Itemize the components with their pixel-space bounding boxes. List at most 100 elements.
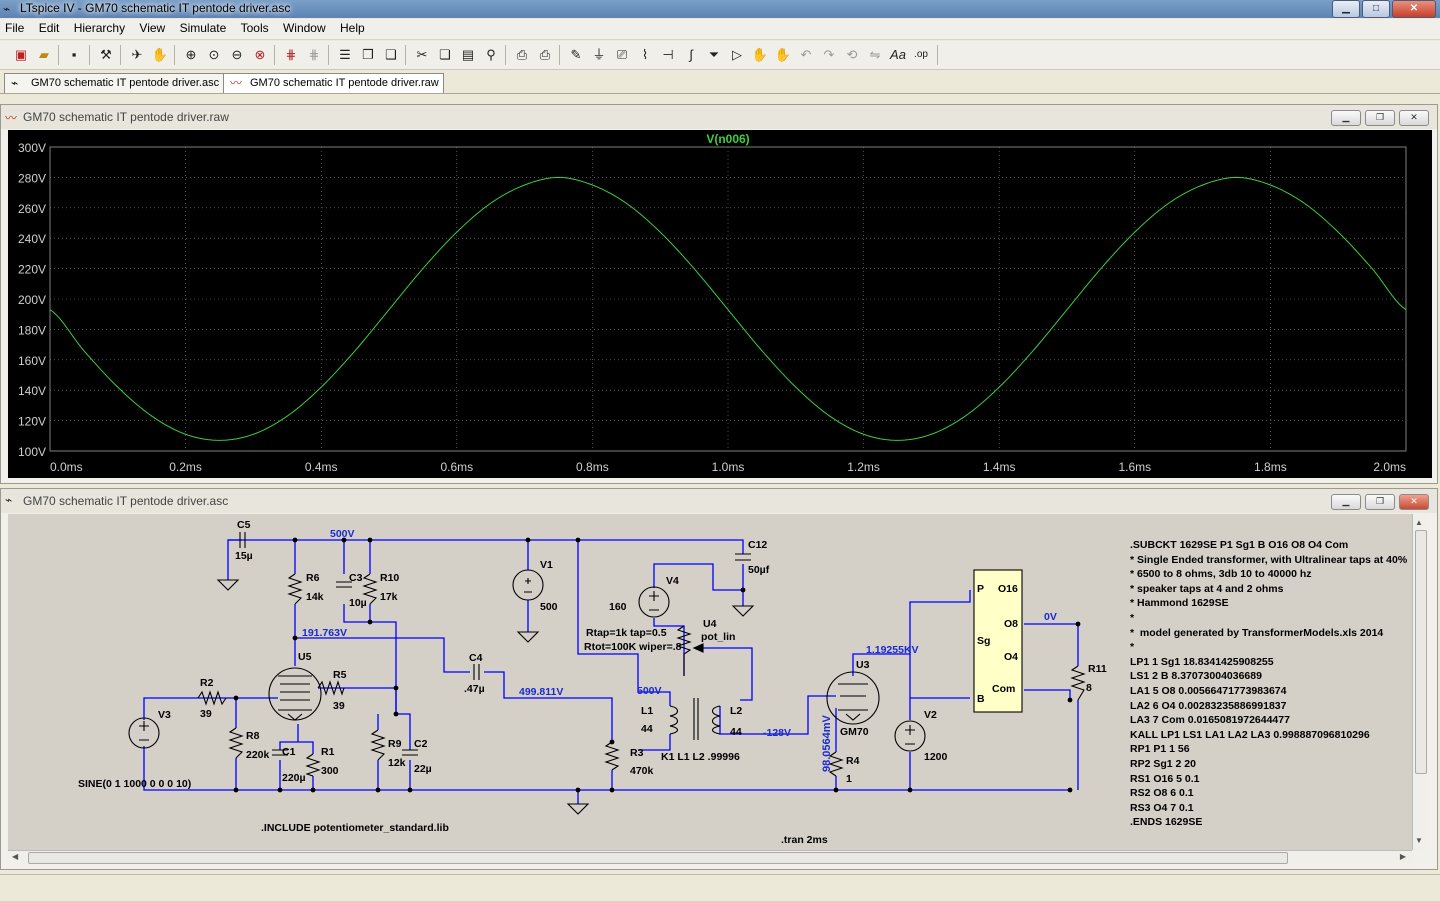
menu-hierarchy[interactable]: Hierarchy (73, 21, 126, 35)
schematic-svg[interactable]: C5 15µ R6 14k C3 10µ R10 17k V1 500 C12 … (8, 514, 1112, 850)
label-l1[interactable]: L1 (641, 705, 653, 717)
label-r4[interactable]: R4 (846, 755, 860, 767)
maximize-button[interactable]: □ (1362, 0, 1390, 18)
scroll-down-icon[interactable]: ▼ (1415, 836, 1423, 845)
capacitor-icon[interactable]: ⊣ (662, 47, 674, 62)
label-r9[interactable]: R9 (388, 738, 402, 750)
label-l2[interactable]: L2 (730, 705, 742, 717)
label-r11[interactable]: R11 (1088, 663, 1107, 675)
label-u3-value[interactable]: GM70 (840, 726, 869, 738)
net-label-1192kv[interactable]: 1.19255KV (866, 644, 919, 656)
resistor-icon[interactable]: ⌇ (641, 47, 649, 62)
label-r1-value[interactable]: 300 (321, 765, 339, 777)
diode-icon[interactable]: ⏷ (708, 47, 720, 62)
net-label-500v[interactable]: 500V (330, 528, 355, 540)
label-c12-value[interactable]: 50µf (748, 564, 770, 576)
label-r2-value[interactable]: 39 (200, 708, 212, 720)
autorange-icon[interactable]: ⋕ (285, 47, 297, 62)
scroll-right-icon[interactable]: ▶ (1399, 852, 1406, 861)
menu-file[interactable]: File (5, 21, 25, 35)
copy-icon[interactable]: ❏ (439, 47, 451, 62)
rotate-icon[interactable]: ⟲ (846, 47, 858, 62)
label-l2-value[interactable]: 44 (730, 726, 742, 738)
label-u4-value[interactable]: pot_lin (701, 631, 735, 643)
label-v2-value[interactable]: 1200 (924, 751, 948, 763)
label-u3[interactable]: U3 (856, 659, 870, 671)
chart-title[interactable]: V(n006) (706, 132, 749, 146)
mirror-icon[interactable]: ⇋ (869, 47, 881, 62)
menu-window[interactable]: Window (282, 21, 326, 35)
label-r11-value[interactable]: 8 (1086, 682, 1092, 694)
label-r2[interactable]: R2 (200, 677, 214, 689)
label-tran-directive[interactable]: .tran 2ms (781, 834, 828, 846)
label-r5[interactable]: R5 (333, 669, 347, 681)
schematic-minimize-button[interactable]: ▁ (1331, 494, 1361, 510)
label-u4[interactable]: U4 (703, 618, 717, 630)
net-label-500v-b[interactable]: 500V (637, 685, 662, 697)
label-r3[interactable]: R3 (630, 747, 644, 759)
run-icon[interactable]: ✈ (131, 47, 143, 62)
net-label-neg128v[interactable]: -128V (763, 727, 791, 739)
waveform-restore-button[interactable]: ❐ (1365, 110, 1395, 126)
vertical-scroll-thumb[interactable] (1415, 530, 1427, 774)
cut-icon[interactable]: ✂ (416, 47, 428, 62)
label-r4-value[interactable]: 1 (846, 773, 852, 785)
label-c2-value[interactable]: 22µ (414, 763, 432, 775)
menu-help[interactable]: Help (339, 21, 365, 35)
net-label-499v[interactable]: 499.811V (519, 686, 563, 698)
label-l1-value[interactable]: 44 (641, 723, 653, 735)
paste-icon[interactable]: ▤ (461, 47, 475, 62)
label-c5[interactable]: C5 (237, 519, 251, 531)
label-r9-value[interactable]: 12k (388, 757, 406, 769)
net-label-0v[interactable]: 0V (1044, 611, 1057, 623)
print-setup-icon[interactable]: ⎙ (516, 47, 528, 62)
print-icon[interactable]: ⎙ (539, 47, 551, 62)
schematic-close-button[interactable]: ✕ (1399, 494, 1429, 510)
spice-directive-icon[interactable]: .op (914, 49, 928, 60)
net-label-98mv[interactable]: 98.0564mV (821, 714, 833, 772)
schematic-horizontal-scrollbar[interactable]: ◀ ▶ (8, 850, 1412, 865)
label-v4-value[interactable]: 160 (609, 601, 627, 613)
label-u5[interactable]: U5 (298, 651, 312, 663)
pan-icon[interactable]: ✋ (151, 47, 169, 62)
label-c4[interactable]: C4 (469, 652, 483, 664)
label-pot-params-1[interactable]: Rtap=1k tap=0.5 (586, 627, 667, 639)
label-v1[interactable]: V1 (540, 559, 553, 571)
waveform-close-button[interactable]: ✕ (1399, 110, 1429, 126)
undo-icon[interactable]: ↶ (800, 47, 812, 62)
label-r3-value[interactable]: 470k (630, 765, 654, 777)
text-icon[interactable]: Aa (890, 47, 906, 62)
move-icon[interactable]: ✋ (751, 47, 769, 62)
drag-icon[interactable]: ✋ (774, 47, 792, 62)
label-r8-value[interactable]: 220k (246, 749, 270, 761)
label-c3-value[interactable]: 10µ (349, 597, 367, 609)
menu-tools[interactable]: Tools (240, 21, 269, 35)
label-c5-value[interactable]: 15µ (235, 550, 253, 562)
menu-simulate[interactable]: Simulate (179, 21, 227, 35)
tab-schematic[interactable]: ⌁ GM70 schematic IT pentode driver.asc (4, 73, 225, 93)
label-r6[interactable]: R6 (306, 572, 320, 584)
zoom-in-icon[interactable]: ⊙ (208, 47, 220, 62)
label-c1[interactable]: C1 (282, 746, 296, 758)
inductor-icon[interactable]: ∫ (689, 47, 693, 62)
label-v4[interactable]: V4 (666, 575, 679, 587)
save-icon[interactable]: ▪ (71, 47, 77, 62)
schematic-restore-button[interactable]: ❐ (1365, 494, 1395, 510)
label-c12[interactable]: C12 (748, 539, 767, 551)
label-r5-value[interactable]: 39 (333, 700, 345, 712)
new-schematic-icon[interactable]: ▣ (14, 47, 28, 62)
label-r8[interactable]: R8 (246, 730, 260, 742)
scroll-left-icon[interactable]: ◀ (12, 852, 19, 861)
tab-waveform[interactable]: 〰 GM70 schematic IT pentode driver.raw (223, 73, 444, 93)
open-icon[interactable]: ▰ (39, 47, 49, 62)
label-k1[interactable]: K1 L1 L2 .99996 (661, 751, 740, 763)
find-icon[interactable]: ⚲ (486, 47, 496, 62)
wire-icon[interactable]: ✎ (570, 47, 582, 62)
net-label-191v[interactable]: 191.763V (302, 627, 347, 639)
zoom-out-icon[interactable]: ⊖ (231, 47, 243, 62)
menu-view[interactable]: View (139, 21, 166, 35)
schematic-canvas[interactable]: C5 15µ R6 14k C3 10µ R10 17k V1 500 C12 … (8, 514, 1412, 850)
menu-edit[interactable]: Edit (38, 21, 60, 35)
cascade-icon[interactable]: ❐ (362, 47, 374, 62)
scroll-up-icon[interactable]: ▲ (1415, 518, 1423, 527)
